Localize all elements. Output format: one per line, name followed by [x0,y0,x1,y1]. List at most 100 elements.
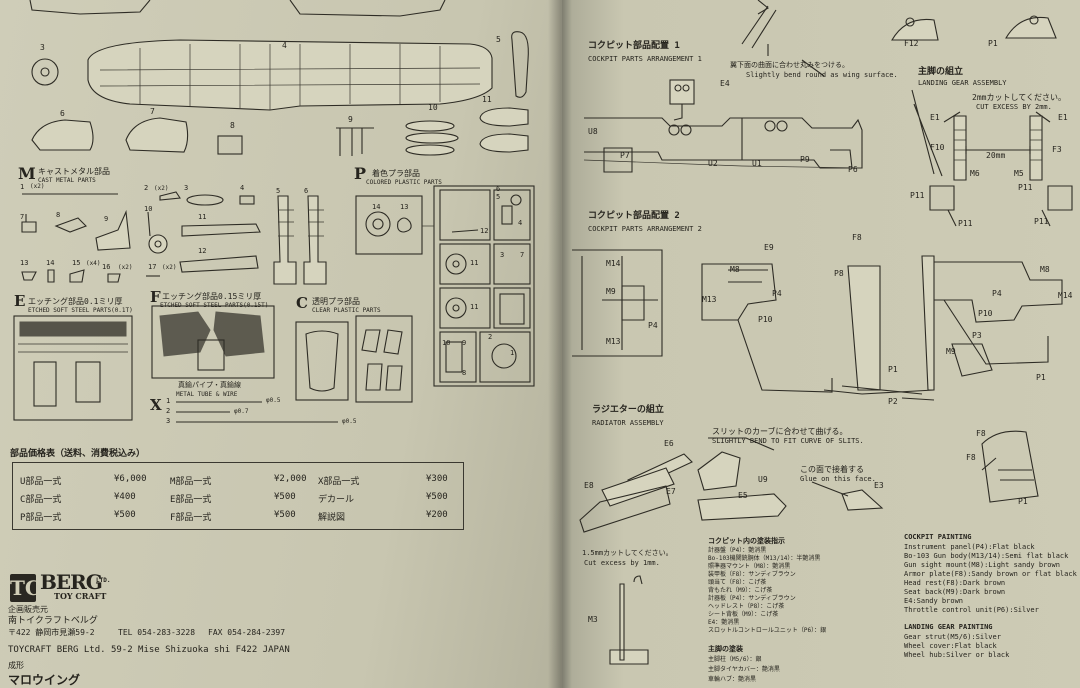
label-f8: F8 [852,233,862,242]
paint-line: 計器板（P4）：サンディブラウン [708,595,796,602]
parts-drawings [18,40,528,401]
f12-part [891,18,939,41]
gear-title-jp: 主脚の組立 [918,67,964,77]
tube-row-label: 2 [166,407,171,415]
m-label: (x2) [118,264,133,271]
p-label: 6 [496,185,501,193]
m-label: (x2) [30,183,45,190]
label-p7: P7 [620,151,630,160]
label-f3: F3 [1052,145,1062,154]
m-label: 7 [20,213,25,221]
section-p-title-en: COLORED PLASTIC PARTS [366,179,442,186]
label-p4-left: P4 [648,321,658,330]
part-9-drawing [336,127,374,156]
metal-part-12 [179,255,259,273]
label-m13-left: M13 [606,337,621,346]
cockpit-paint-en-line: Throttle control unit(P6):Silver [904,606,1039,614]
part-num-8: 8 [230,121,235,130]
price-item: 解説図 [318,513,346,523]
part-7-drawing [125,117,189,153]
metal-part-14 [47,269,55,283]
label-p9: P9 [800,155,810,164]
wing-note-jp: 翼下面の曲面に合わせ丸みをつける。 [730,61,849,69]
label-p3: P3 [972,331,982,340]
company-fax: FAX 054-284-2397 [208,628,286,637]
cockpit-paint-en-line: Head rest(F8):Dark brown [904,579,1006,587]
m-label: 10 [144,205,153,213]
cockpit-floor-1 [584,117,743,161]
gear-paint-en-line: Wheel hub:Silver or black [904,651,1010,659]
paint-line: ヘッドレスト（P8）：こげ茶 [708,603,785,610]
radiator-part-u9 [697,493,787,521]
label-p10-right: P10 [978,309,993,318]
price-table [12,462,464,530]
gear-paint-jp-line: 主脚タイヤカバー：艶消黒 [708,666,780,673]
label-m9-right: M9 [946,347,956,356]
m-label: 6 [304,187,309,195]
company-name-jp: 南トイクラフトベルグ [8,616,98,626]
gear-paint-en-line: Gear strut(M5/6):Silver [904,633,1001,641]
price-item: M部品一式 [170,477,212,487]
label-p1-right: P1 [1036,373,1046,382]
metal-part-7 [21,214,37,233]
brand-sub: TOY CRAFT [54,591,107,601]
c-clear-sprue [295,321,349,401]
p-label: 14 [372,203,381,211]
gear-strut-right [1029,115,1043,181]
label-p1-detail: P1 [1018,497,1028,506]
label-f10: F10 [930,143,945,152]
glue-note-jp: この面で接着する [800,465,864,474]
label-p8: P8 [834,269,844,278]
part-6-drawing [31,119,94,151]
m-label: 13 [20,259,29,267]
p-sprue-left [355,195,423,255]
footer-sub: マロウイング [8,673,81,687]
m-label: (x2) [154,185,169,192]
label-p1: P1 [888,365,898,374]
price-table-title: 部品価格表（送料、消費税込み） [10,449,146,459]
paint-line: Bo-103機関銃胴体（M13/14）：半艶消黒 [708,555,821,562]
label-m9: M9 [606,287,616,296]
label-p6: P6 [848,165,858,174]
label-p2: P2 [888,397,898,406]
gear-paint-jp-line: 主脚柱（M5/6）：銀 [708,656,762,663]
cockpit-paint-en-line: Instrument panel(P4):Flat black [904,543,1035,551]
top-strut-sketch [741,5,777,49]
parts-list-page: 3 4 5 6 7 8 9 10 11 M キャストメタル部品 CAST MET… [0,0,562,688]
price-item: U部品一式 [20,477,62,487]
price-item: F部品一式 [170,513,212,523]
m-label: 15 [72,259,81,267]
price-value: ¥2,000 [274,474,307,484]
section-f-title-en: ETCHED SOFT STEEL PARTS(0.15T) [160,302,269,309]
paint-line: 装甲板（F8）：サンディブラウン [708,571,796,578]
gear-paint-en-line: Wheel cover:Flat black [904,642,997,650]
label-f8-detail: F8 [966,453,976,462]
label-m3: M3 [588,615,598,624]
label-m14-right: M14 [1058,291,1073,300]
part-num-6: 6 [60,109,65,118]
p-label: 7 [520,251,525,259]
m-label: (x2) [162,264,177,271]
section-c-title-jp: 透明プラ部品 [312,297,360,306]
label-p11: P11 [1018,183,1033,192]
price-value: ¥500 [426,492,448,502]
cockpit2-title-en: COCKPIT PARTS ARRANGEMENT 2 [588,225,702,233]
gear-note-jp: 2mmカットしてください。 [972,93,1066,102]
price-value: ¥500 [274,510,296,520]
metal-part-13 [21,271,37,281]
price-value: ¥300 [426,474,448,484]
m-label: 2 [144,184,149,192]
tube-size: φ0.5 [342,418,357,425]
part-num-11: 11 [482,95,492,104]
gear-paint-en-title: LANDING GEAR PAINTING [904,623,993,631]
label-p1-top: P1 [988,39,998,48]
gear-paint-jp-line: 車輪ハブ：艶消黒 [708,676,757,683]
section-c-letter: C [296,294,308,312]
paint-line: スロットルコントロールユニット（P6）：銀 [708,627,827,634]
paint-line: E4：艶消黒 [708,619,740,626]
label-u8: U8 [588,127,598,136]
price-value: ¥500 [274,492,296,502]
price-value: ¥500 [114,510,136,520]
e4-panel [669,79,695,105]
p-label: 1 [510,349,515,357]
